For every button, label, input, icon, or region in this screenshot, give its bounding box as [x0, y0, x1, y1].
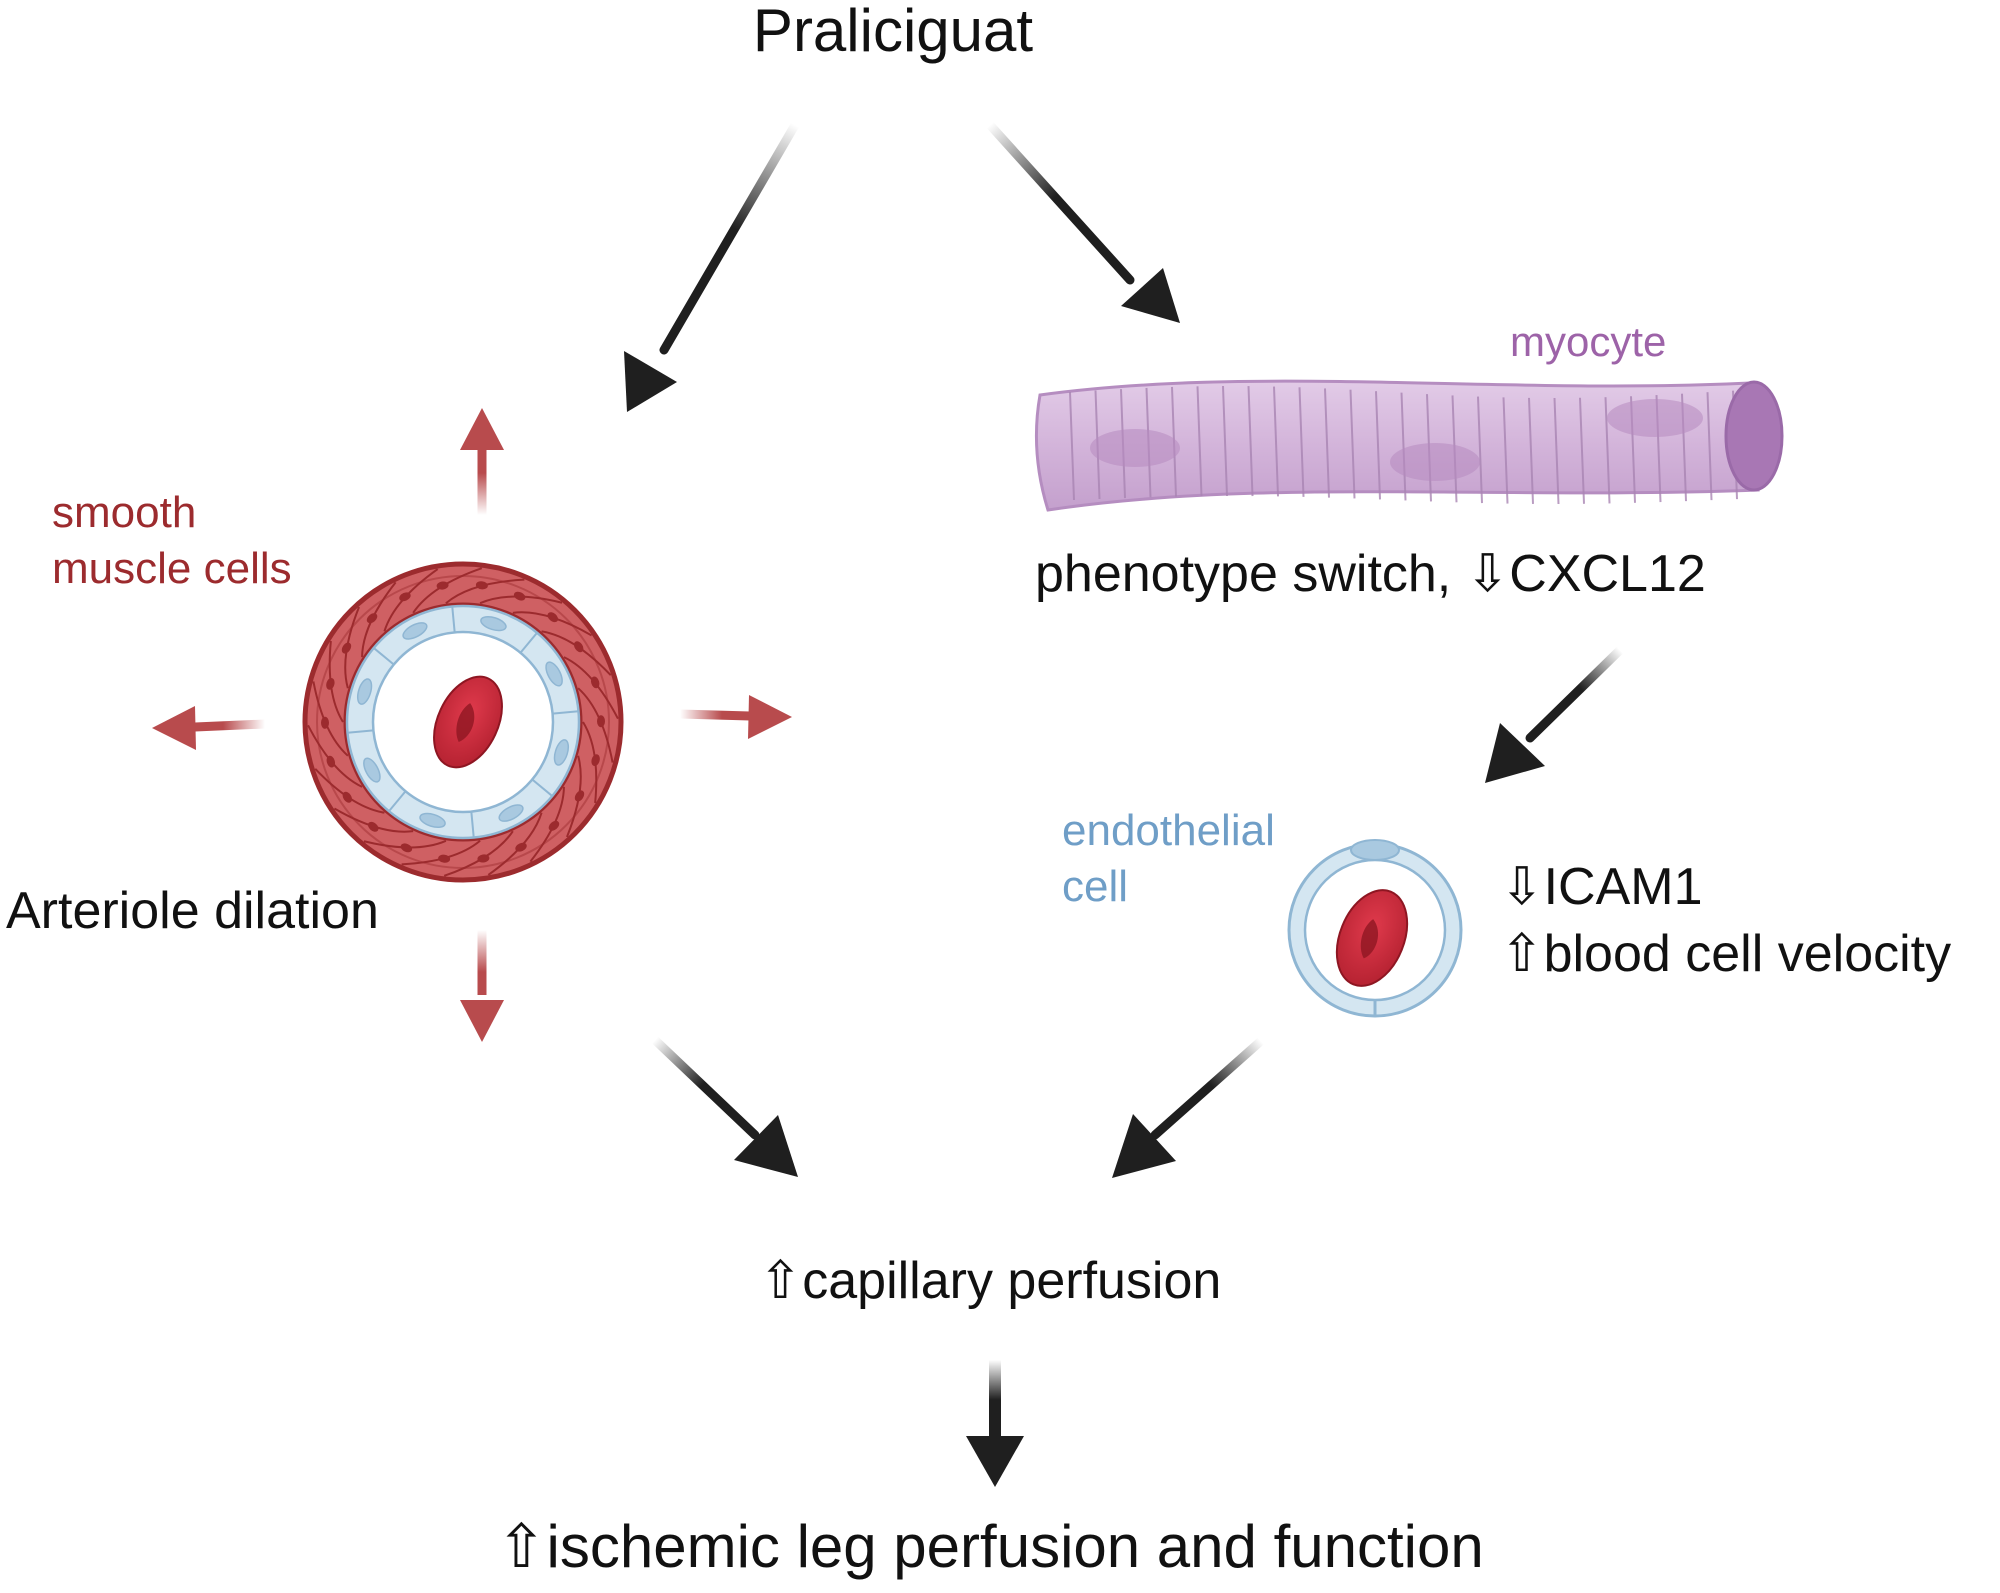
capillary-icon [1287, 839, 1463, 1018]
myocyte-striation [1502, 397, 1509, 504]
smooth-muscle-nucleus [399, 592, 411, 602]
myocyte-striation [1528, 397, 1534, 504]
arrow-praliciguat-to-arteriole [624, 120, 800, 412]
arrow-praliciguat-to-myocyte [985, 120, 1180, 323]
myocyte-striation [1375, 391, 1381, 500]
blood-cell-velocity-label: ⇧blood cell velocity [1500, 925, 1952, 983]
myocyte-striation [1477, 396, 1483, 504]
smooth-muscle-nucleus [326, 677, 335, 690]
myocyte-striation [1349, 389, 1356, 499]
smooth-muscle-nucleus [573, 641, 584, 653]
myocyte-striation [1553, 397, 1560, 505]
dilation-arrow-left [152, 706, 266, 750]
endothelial-nucleus [356, 678, 373, 705]
endothelial-junction [552, 710, 579, 715]
dilation-arrow-down [460, 930, 504, 1042]
smooth-muscle-nucleus [436, 581, 449, 590]
endothelial-junction [373, 647, 395, 666]
myocyte-striation [1273, 386, 1279, 497]
smooth-muscle-nucleus [591, 754, 600, 767]
arrow-myocyte-to-endothelial [1485, 645, 1625, 783]
smooth-muscle-nucleus [342, 791, 353, 803]
endothelial-nucleus [545, 661, 563, 687]
smooth-muscle-nucleus [321, 716, 330, 729]
arrow-endothelial-to-capillary [1112, 1035, 1267, 1178]
arrow-down-icon [966, 1354, 1024, 1487]
smooth-muscle-label-line-1: smooth [52, 488, 197, 537]
endothelial-junction [470, 811, 475, 838]
dilation-arrow-up [460, 408, 504, 515]
drug-title: Praliciguat [752, 0, 1034, 64]
arteriole-dilation-label: Arteriole dilation [6, 882, 379, 940]
smooth-muscle-nucleus [547, 612, 559, 623]
myocyte-striation [1298, 387, 1305, 497]
vessel-cross-section-icon [302, 561, 624, 883]
smooth-muscle-nucleus [367, 821, 379, 832]
myocyte-striation [1579, 397, 1585, 504]
myocyte-fiber-icon [1034, 379, 1784, 512]
smooth-muscle-nucleus [400, 843, 413, 853]
outcome-label: ⇧ischemic leg perfusion and function [496, 1513, 1484, 1580]
myocyte-striation [1069, 391, 1075, 501]
smooth-muscle-nucleus [366, 613, 378, 624]
smooth-muscle-nucleus [515, 842, 527, 852]
red-blood-cell-icon [1335, 889, 1409, 987]
endothelial-junction [451, 606, 456, 633]
endothelial-label-line-1: endothelial [1062, 806, 1275, 855]
endothelial-label-line-2: cell [1062, 862, 1129, 911]
smooth-muscle-nucleus [341, 642, 352, 654]
endothelial-nucleus [498, 804, 524, 822]
smooth-muscle-nucleus [596, 715, 605, 728]
smooth-muscle-nucleus [326, 755, 336, 768]
smooth-muscle-nucleus [548, 820, 560, 831]
endothelial-nucleus [402, 622, 428, 640]
myocyte-striation [1222, 385, 1228, 497]
red-blood-cell-icon [433, 675, 503, 769]
smooth-muscle-nucleus [513, 591, 526, 601]
myocyte-striation [1604, 397, 1611, 504]
myocyte-striation [1400, 392, 1407, 501]
endothelial-nucleus [419, 812, 446, 829]
myocyte-striation [1324, 388, 1330, 498]
endothelial-nucleus [553, 739, 570, 766]
endothelial-junction [388, 790, 407, 812]
endothelial-junction [531, 778, 553, 797]
myocyte-label: myocyte [1510, 318, 1667, 365]
capillary-perfusion-label: ⇧capillary perfusion [758, 1252, 1222, 1310]
smooth-muscle-nucleus [477, 854, 490, 863]
myocyte-striation [1706, 392, 1713, 501]
endothelial-nucleus [480, 615, 507, 632]
smooth-muscle-nucleus [574, 790, 585, 802]
endothelial-junction [519, 632, 538, 654]
arrow-arteriole-to-capillary [650, 1035, 798, 1177]
smooth-muscle-nucleus [475, 581, 488, 590]
icam1-label: ⇩ICAM1 [1500, 858, 1703, 916]
dilation-arrow-right [679, 695, 792, 739]
smooth-muscle-label-line-2: muscle cells [52, 544, 292, 593]
endothelial-nucleus [363, 757, 381, 783]
smooth-muscle-nucleus [438, 854, 451, 863]
smooth-muscle-nucleus [590, 676, 600, 689]
endothelial-junction [347, 729, 374, 734]
myocyte-striation [1196, 386, 1203, 497]
myocyte-striation [1247, 386, 1254, 497]
phenotype-switch-label: phenotype switch, ⇩CXCL12 [1035, 545, 1706, 603]
